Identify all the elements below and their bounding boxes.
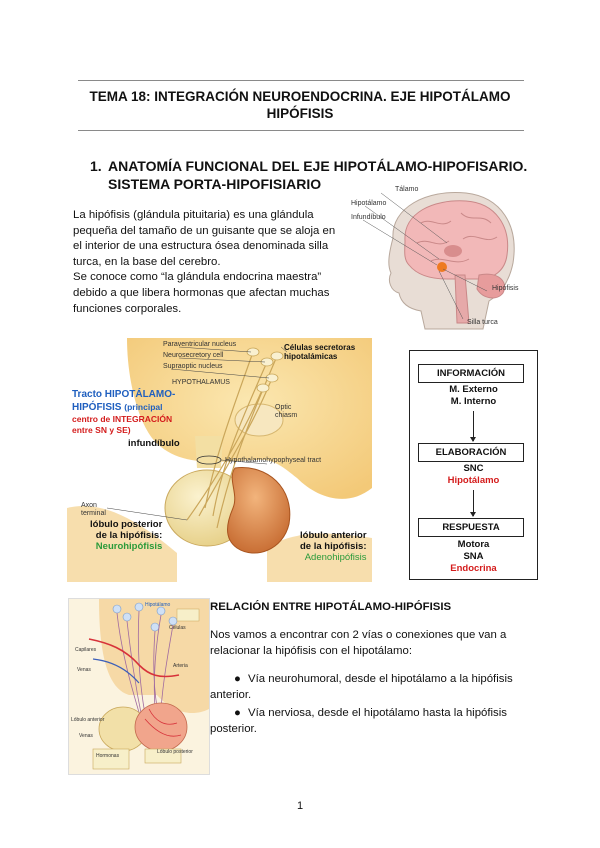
posterior-lobe-label: lóbulo posterior de la hipófisis: Neuroh… <box>90 519 163 552</box>
page-title: TEMA 18: INTEGRACIÓN NEUROENDOCRINA. EJE… <box>89 89 511 121</box>
flow-arrow <box>470 490 476 517</box>
list-item: ●Vía neurohumoral, desde el hipotálamo a… <box>210 673 513 701</box>
section2-heading: RELACIÓN ENTRE HIPOTÁLAMO-HIPÓFISIS <box>210 601 452 613</box>
flow-box-elaboracion: ELABORACIÓN <box>418 443 524 462</box>
flow-diagram: INFORMACIÓN M. Externo M. Interno ELABOR… <box>409 350 538 580</box>
flow-arrow <box>470 411 476 442</box>
brain-figure: Tálamo Hipotálamo Infundíbulo Hipófisis … <box>351 183 526 333</box>
section2-paragraph: Nos vamos a encontrar con 2 vías o conex… <box>210 629 507 657</box>
list-item: ●Vía nerviosa, desde el hipotálamo hasta… <box>210 707 507 735</box>
pituitary-figure: Paraventricular nucleus Neurosecretory c… <box>67 338 372 582</box>
flow-box-informacion: INFORMACIÓN <box>418 364 524 383</box>
section2-bullets: ●Vía neurohumoral, desde el hipotálamo a… <box>210 672 520 737</box>
intro-text: La hipófisis (glándula pituitaria) es un… <box>73 209 336 315</box>
portal-figure: Hipotálamo Células Capilares Arteria Ven… <box>68 598 210 775</box>
title-bottom-rule <box>78 130 524 131</box>
infundibulo-label: infundíbulo <box>128 438 180 449</box>
top-rule <box>78 80 524 81</box>
tracto-label: Tracto HIPOTÁLAMO- HIPÓFISIS (principal … <box>72 389 176 435</box>
anterior-lobe-label: lóbulo anterior de la hipófisis: Adenohi… <box>300 530 367 563</box>
flow-box-respuesta: RESPUESTA <box>418 518 524 537</box>
page-number: 1 <box>296 800 304 812</box>
